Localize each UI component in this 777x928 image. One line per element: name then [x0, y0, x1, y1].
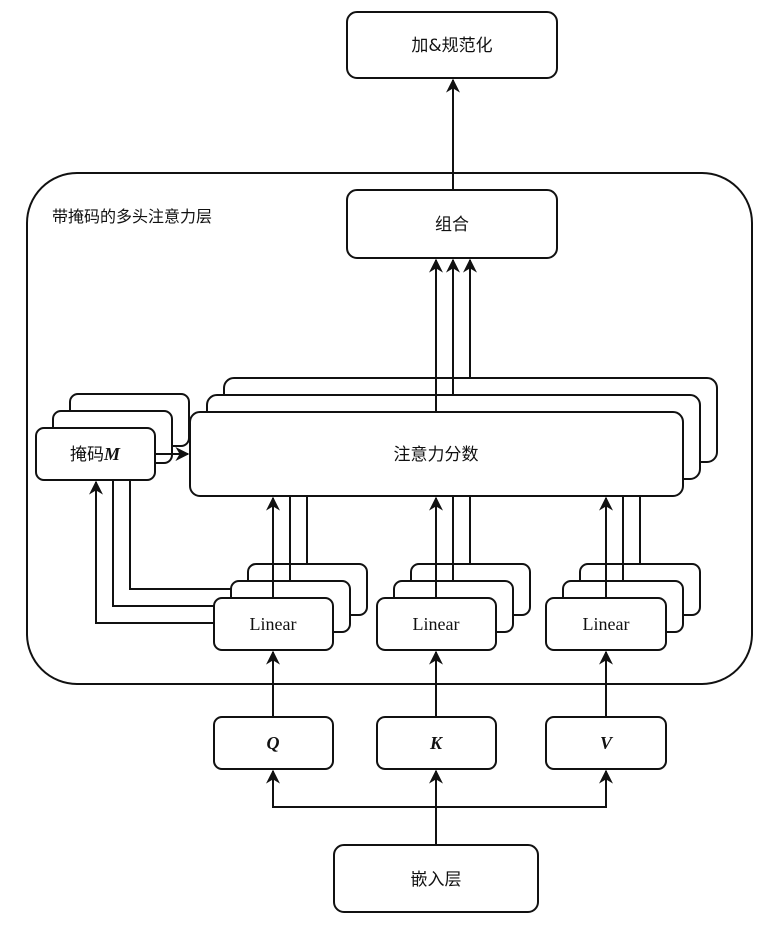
linear-v-box — [545, 597, 667, 651]
k-label: K — [429, 733, 444, 753]
q-box — [213, 716, 334, 770]
q-label: Q — [267, 733, 280, 753]
combine-label: 组合 — [435, 215, 469, 235]
line-linear-q-head2-to-mask — [112, 480, 231, 607]
add-norm-box — [346, 11, 558, 79]
mask-label: 掩码M — [70, 444, 121, 465]
arrow-embedding-to-v — [436, 769, 613, 808]
combine-box — [346, 189, 558, 259]
add-norm-label: 加&规范化 — [411, 36, 492, 56]
arrow-embedding-to-q — [266, 769, 436, 808]
embedding-label: 嵌入层 — [411, 870, 462, 890]
k-box — [376, 716, 497, 770]
line-linear-q-head3-to-mask — [129, 480, 248, 590]
embedding-box — [333, 844, 539, 913]
v-box — [545, 716, 667, 770]
v-label: V — [600, 733, 614, 753]
linear-q-label: Linear — [250, 614, 297, 634]
attention-scores-label: 注意力分数 — [394, 445, 479, 465]
linear-q-box — [213, 597, 334, 651]
attention-scores-box — [189, 411, 684, 497]
linear-k-label: Linear — [413, 614, 460, 634]
arrow-linear-q-to-mask — [89, 480, 214, 624]
container-title: 带掩码的多头注意力层 — [52, 207, 212, 226]
linear-k-box — [376, 597, 497, 651]
linear-v-label: Linear — [583, 614, 630, 634]
